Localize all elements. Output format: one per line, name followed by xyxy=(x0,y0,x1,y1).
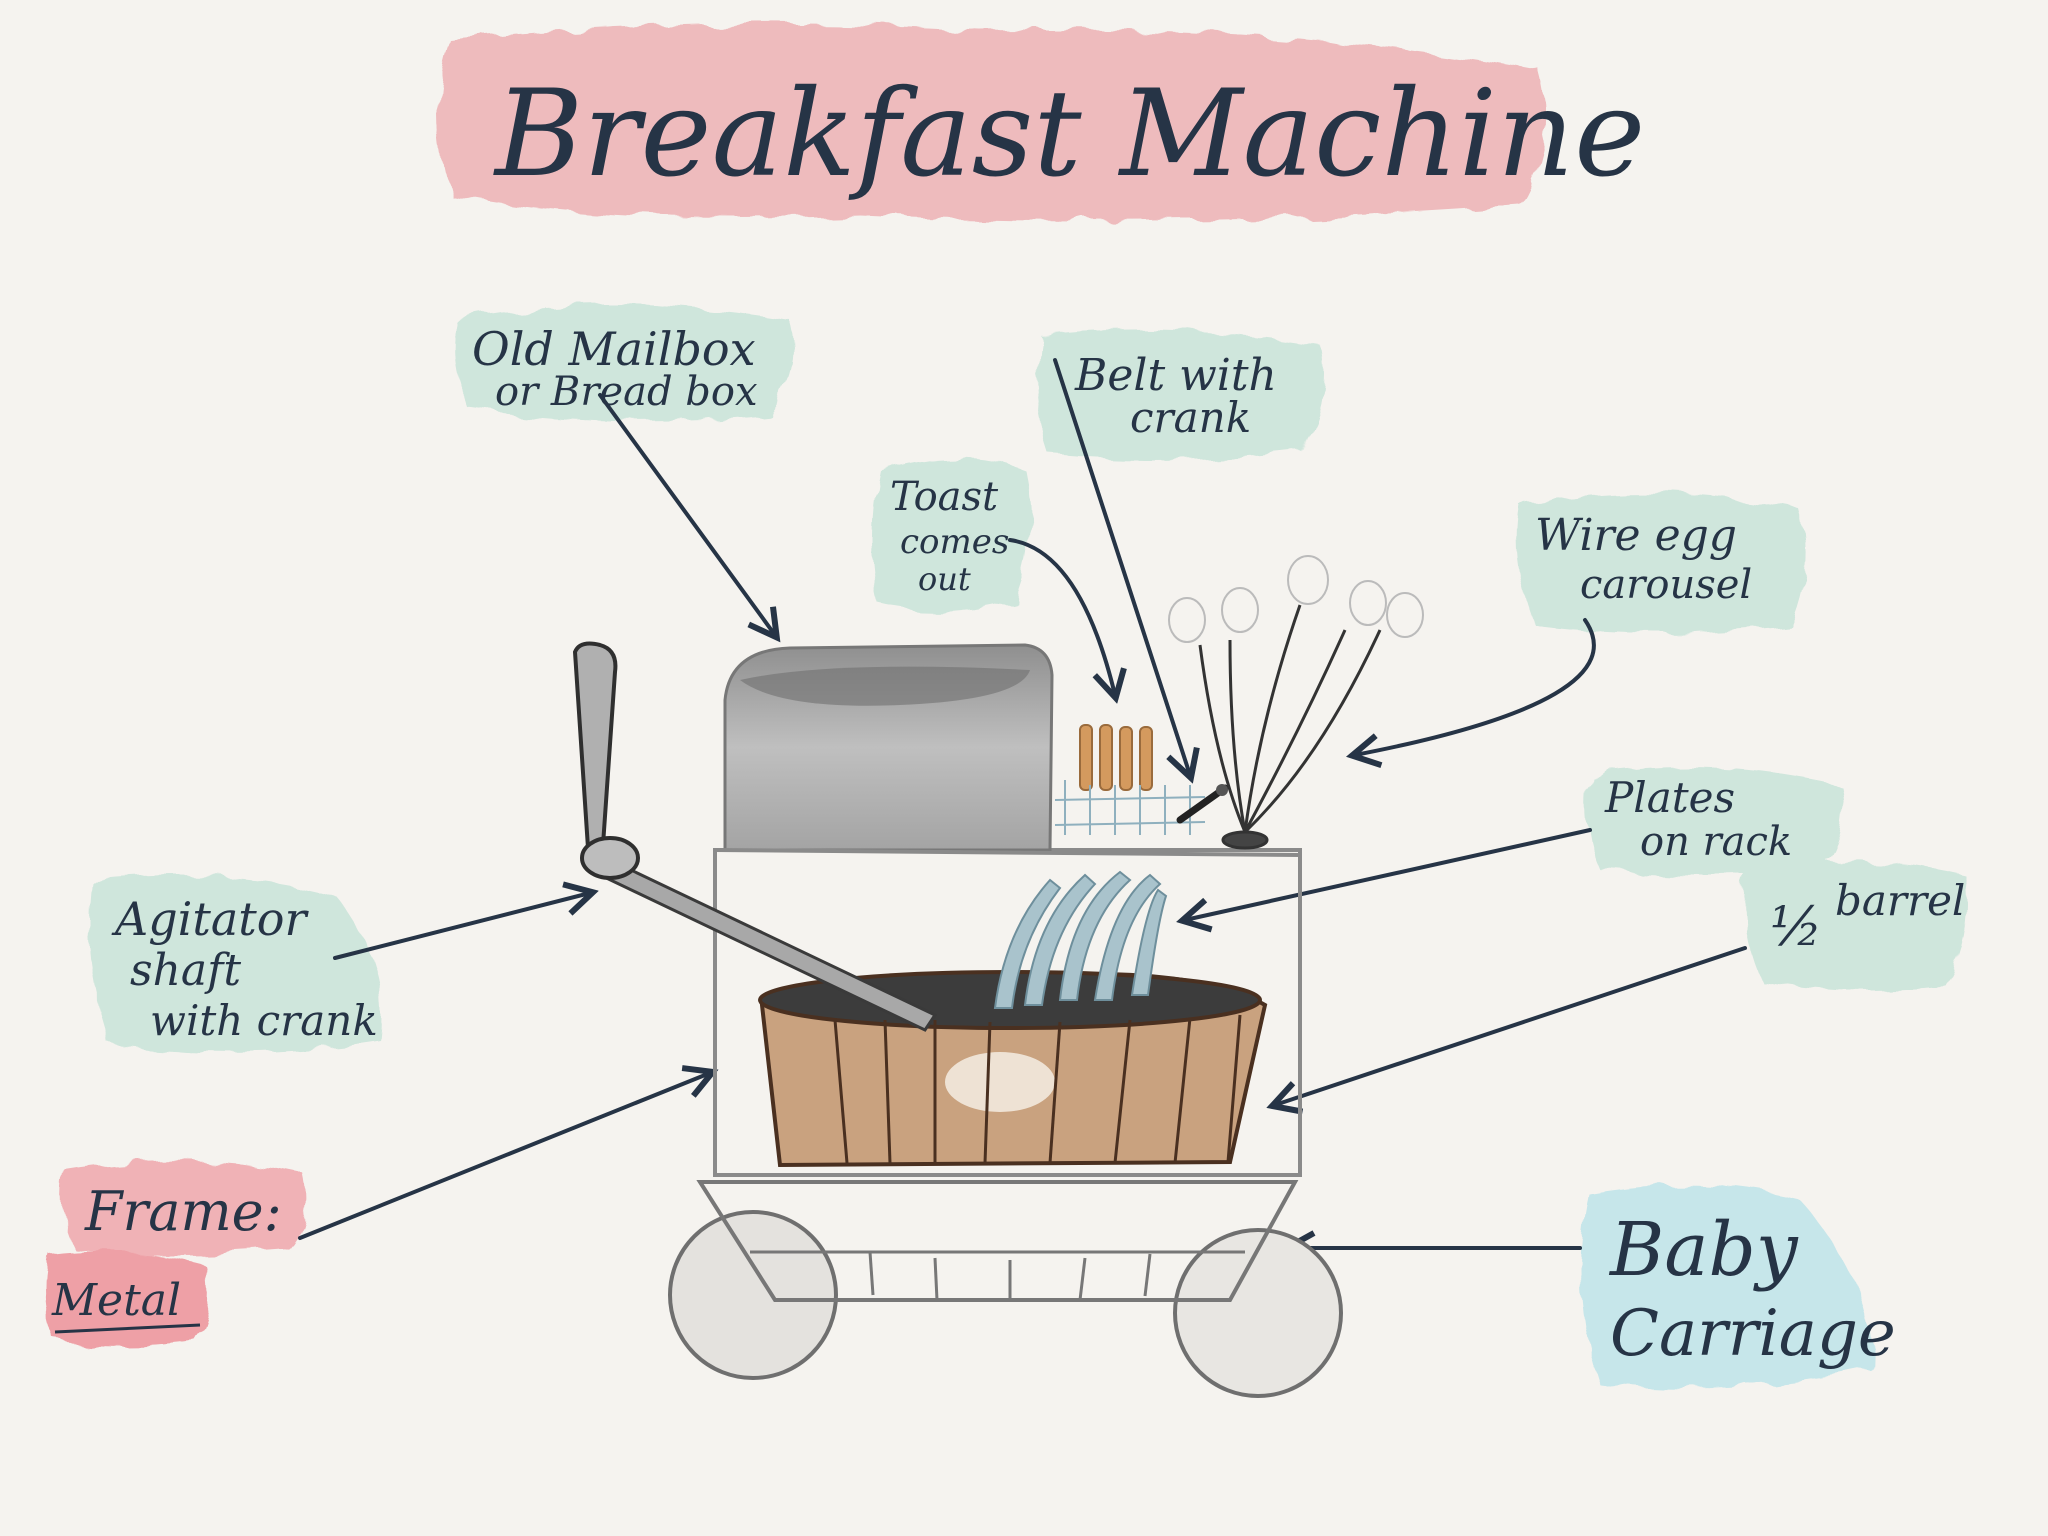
label-egg-line2: carousel xyxy=(1580,562,1752,608)
belt-wash xyxy=(1036,329,1323,459)
arrow-barrel xyxy=(1275,946,1747,1105)
label-barrel-line1: ½ xyxy=(1770,895,1822,958)
barrel-staves xyxy=(833,1014,1242,1164)
label-belt: Belt with crank xyxy=(1074,350,1277,442)
label-agitator-line1: Agitator xyxy=(111,892,309,946)
arrow-belt xyxy=(1053,358,1190,775)
arrow-mailbox xyxy=(598,393,775,635)
label-toast-line1: Toast xyxy=(890,474,999,520)
arrow-agitator xyxy=(333,893,590,960)
label-agitator-line3: with crank xyxy=(150,996,378,1045)
label-plates-line1: Plates xyxy=(1604,773,1735,822)
label-frame-line2: Metal xyxy=(51,1275,181,1326)
egg-holders xyxy=(1168,555,1424,643)
barrel-wash xyxy=(1742,861,1968,989)
label-egg-line1: Wire egg xyxy=(1535,510,1737,561)
barrel-highlight xyxy=(945,1052,1055,1112)
frame-wash xyxy=(61,1161,308,1255)
toast-rack xyxy=(1054,724,1206,835)
title-banner: Breakfast Machine xyxy=(437,24,1645,221)
label-egg-carousel: Wire egg carousel xyxy=(1535,510,1752,608)
callout-arrows xyxy=(298,358,1747,1248)
wire-egg-carousel xyxy=(1168,555,1424,850)
belt-crank xyxy=(1176,784,1229,824)
label-barrel-line2: barrel xyxy=(1835,876,1965,925)
label-frame-line1: Frame: xyxy=(84,1180,282,1243)
agitator-wash xyxy=(87,875,382,1052)
plates-wash xyxy=(1586,767,1843,875)
rear-wheel xyxy=(668,1210,838,1380)
label-carriage-line1: Baby xyxy=(1608,1207,1799,1293)
toast-wash xyxy=(872,457,1031,612)
label-agitator-line2: shaft xyxy=(130,945,241,996)
label-frame: Frame: Metal xyxy=(51,1180,282,1334)
plates-on-rack xyxy=(993,870,1168,1009)
carriage-slats xyxy=(750,1250,1245,1301)
label-mailbox: Old Mailbox or Bread box xyxy=(472,322,758,415)
carriage-base xyxy=(696,1180,1299,1302)
label-belt-line2: crank xyxy=(1130,393,1251,442)
mailbox-wash xyxy=(452,305,795,422)
agitator-joint xyxy=(580,836,640,880)
arrow-frame xyxy=(298,1073,710,1240)
carriage-wash xyxy=(1582,1186,1872,1390)
label-toast-line2: comes xyxy=(900,522,1009,562)
label-carriage-line2: Carriage xyxy=(1610,1297,1896,1371)
top-shelf xyxy=(714,848,1301,857)
page-title: Breakfast Machine xyxy=(493,65,1645,204)
arrow-egg xyxy=(1355,618,1596,755)
label-toast: Toast comes out xyxy=(890,474,1009,598)
agitator-crank-handle xyxy=(572,641,618,851)
bread-box-shading xyxy=(740,666,1030,706)
label-barrel: ½ barrel xyxy=(1770,876,1965,958)
label-toast-line3: out xyxy=(918,560,971,598)
egg-wash xyxy=(1517,493,1806,633)
label-plates-line2: on rack xyxy=(1640,819,1792,865)
label-belt-line1: Belt with xyxy=(1074,350,1277,401)
metal-underline xyxy=(54,1323,201,1334)
metal-wash xyxy=(46,1251,209,1345)
arrow-toast xyxy=(1008,538,1115,695)
label-agitator: Agitator shaft with crank xyxy=(111,892,378,1045)
machine-drawing xyxy=(572,555,1424,1398)
front-wheel xyxy=(1173,1228,1343,1398)
label-plates: Plates on rack xyxy=(1604,773,1792,865)
label-mailbox-line1: Old Mailbox xyxy=(472,322,756,376)
label-mailbox-line2: or Bread box xyxy=(495,369,758,415)
label-carriage: Baby Carriage xyxy=(1608,1207,1896,1371)
arrow-plates xyxy=(1185,828,1592,920)
